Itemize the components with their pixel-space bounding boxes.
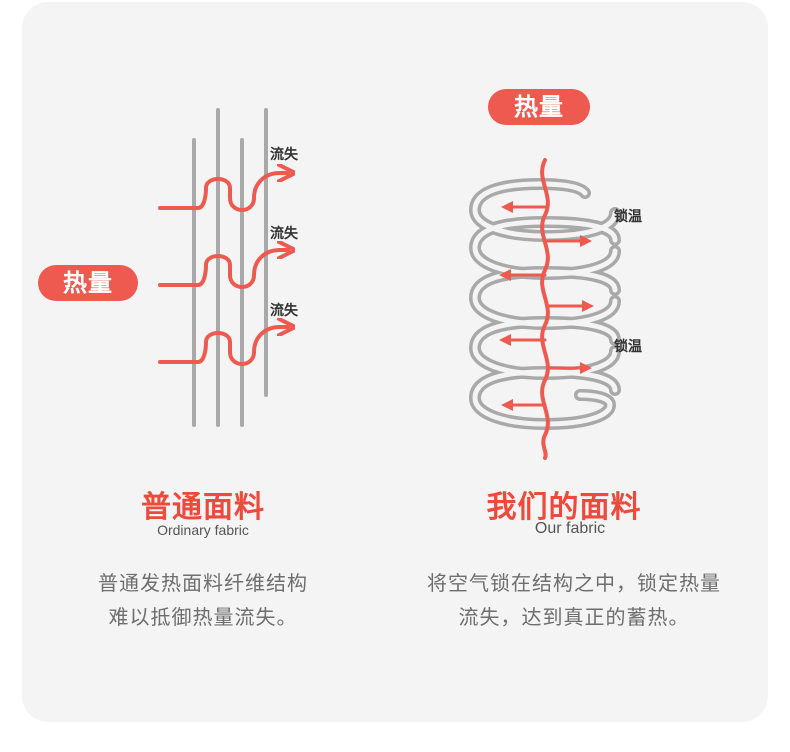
our-fabric-description: 将空气锁在结构之中，锁定热量 流失，达到真正的蓄热。	[404, 566, 744, 634]
desc-line: 普通发热面料纤维结构	[98, 571, 308, 595]
ordinary-fabric-description: 普通发热面料纤维结构 难以抵御热量流失。	[53, 566, 353, 634]
ordinary-fabric-diagram	[158, 108, 288, 427]
our-fabric-title: 我们的面料	[486, 490, 642, 525]
desc-line: 难以抵御热量流失。	[108, 605, 298, 629]
heat-badge-right: 热量	[488, 89, 590, 125]
ordinary-fabric-subtitle: Ordinary fabric	[157, 522, 249, 538]
heat-wave-line	[540, 158, 550, 460]
heat-flow-arrow-2	[158, 250, 288, 289]
heat-badge-left: 热量	[38, 265, 138, 301]
our-fabric-diagram	[468, 158, 621, 460]
lock-label-1: 锁温	[614, 209, 642, 225]
comparison-card	[22, 2, 768, 722]
ordinary-fabric-title: 普通面料	[141, 490, 265, 525]
heat-flow-arrow-3	[158, 327, 288, 366]
heat-flow-arrow-1	[158, 173, 288, 212]
loss-label-3: 流失	[270, 303, 298, 319]
lock-label-2: 锁温	[614, 339, 642, 355]
loss-label-1: 流失	[270, 147, 298, 163]
our-fabric-subtitle: Our fabric	[534, 520, 606, 537]
loss-label-2: 流失	[270, 226, 298, 242]
desc-line: 流失，达到真正的蓄热。	[458, 605, 690, 629]
desc-line: 将空气锁在结构之中，锁定热量	[427, 571, 721, 595]
